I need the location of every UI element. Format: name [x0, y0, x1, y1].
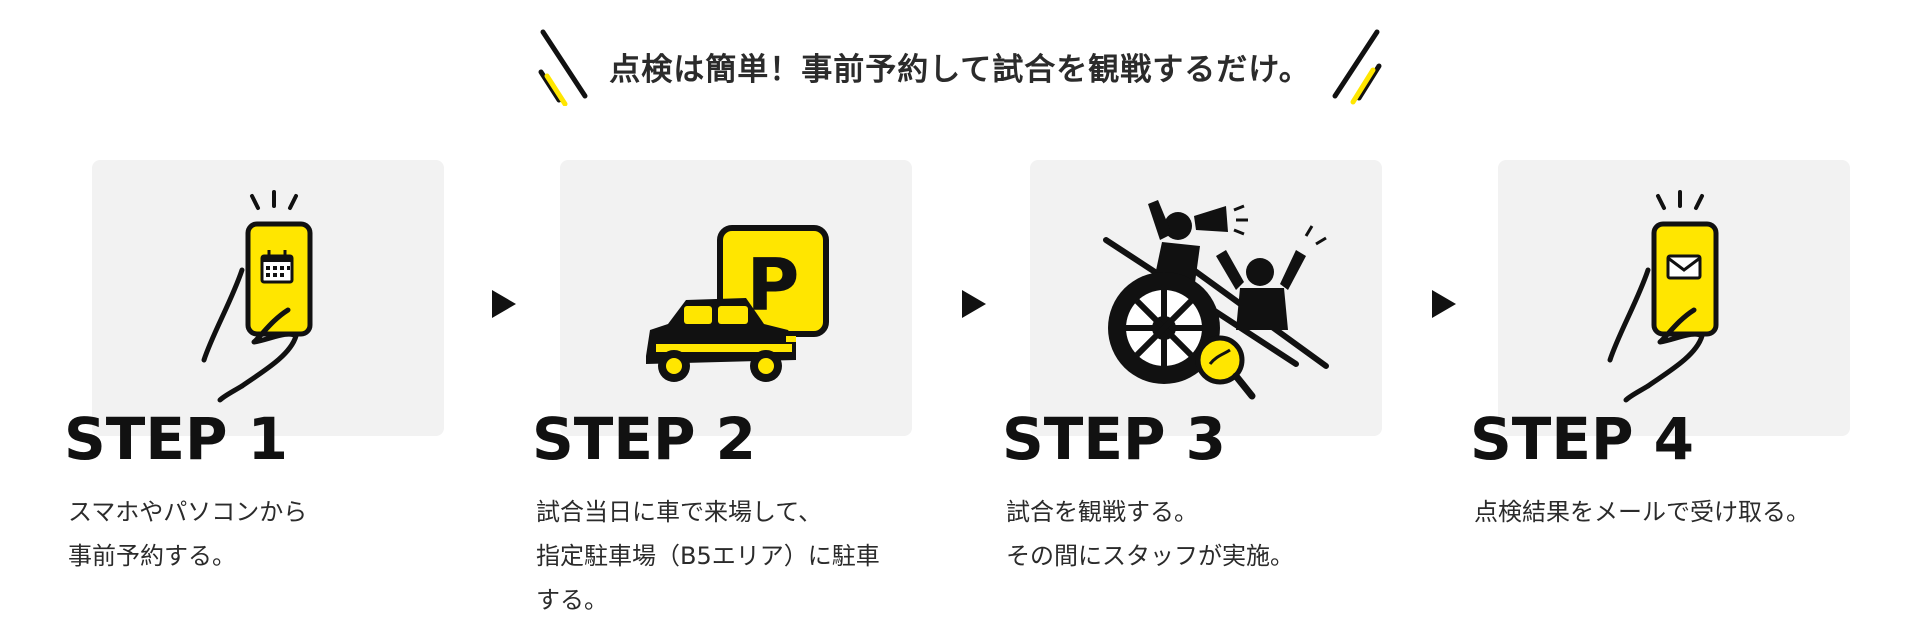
step-2-desc-line: 試合当日に車で来場して、 [536, 498, 823, 526]
step-1-card [92, 160, 444, 436]
tire-inspection-cheering-icon [1103, 200, 1329, 400]
arrow-right-icon [1432, 290, 1456, 318]
step-1-desc-line: 事前予約する。 [68, 542, 236, 570]
step-2-description: 試合当日に車で来場して、 指定駐車場（B5エリア）に駐車 する。 [536, 490, 916, 622]
step-3: STEP 3 試合を観戦する。 その間にスタッフが実施。 [1002, 160, 1402, 630]
car-parking-icon: P [646, 225, 829, 382]
step-2-desc-line: 指定駐車場（B5エリア）に駐車 [536, 542, 880, 570]
step-1: STEP 1 スマホやパソコンから 事前予約する。 [64, 160, 464, 630]
phone-mail-icon [1607, 190, 1719, 403]
step-3-desc-line: 試合を観戦する。 [1006, 498, 1198, 526]
step-4-title: STEP 4 [1470, 405, 1695, 473]
step-4-description: 点検結果をメールで受け取る。 [1474, 490, 1854, 534]
step-2-title: STEP 2 [532, 405, 757, 473]
step-2-desc-line: する。 [536, 586, 608, 614]
step-2-card: P [560, 160, 912, 436]
step-4-card [1498, 160, 1850, 436]
arrow-right-icon [962, 290, 986, 318]
step-4-desc-line: 点検結果をメールで受け取る。 [1474, 498, 1810, 526]
headline-row: 点検は簡単！事前予約して試合を観戦するだけ。 [0, 26, 1920, 106]
page-title: 点検は簡単！事前予約して試合を観戦するだけ。 [609, 51, 1311, 88]
step-4: STEP 4 点検結果をメールで受け取る。 [1470, 160, 1870, 630]
step-1-title: STEP 1 [64, 405, 289, 473]
phone-calendar-icon [201, 190, 313, 403]
step-1-description: スマホやパソコンから 事前予約する。 [68, 490, 448, 578]
step-3-desc-line: その間にスタッフが実施。 [1006, 542, 1294, 570]
step-1-desc-line: スマホやパソコンから [68, 498, 308, 526]
step-3-description: 試合を観戦する。 その間にスタッフが実施。 [1006, 490, 1386, 578]
arrow-right-icon [492, 290, 516, 318]
step-3-title: STEP 3 [1002, 405, 1227, 473]
step-3-card [1030, 160, 1382, 436]
slash-left-icon [537, 26, 593, 106]
step-2: P STEP 2 試合当日に車で来場して、 指定駐車場（B5エリア）に駐車 する… [532, 160, 932, 630]
slash-right-icon [1327, 26, 1383, 106]
